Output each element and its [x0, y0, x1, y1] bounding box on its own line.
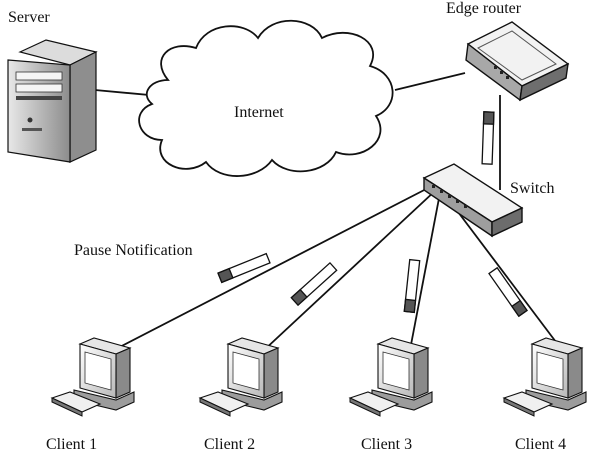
internet-label: Internet	[234, 104, 284, 121]
pause-notification-label: Pause Notification	[74, 242, 193, 259]
packet-client-4	[488, 266, 528, 318]
client-computer-icon	[348, 337, 433, 417]
client-computer-icon	[502, 337, 587, 417]
link-switch-client-1	[109, 185, 433, 353]
client-1-label: Client 1	[46, 436, 98, 453]
link-switch-client-4	[445, 195, 563, 351]
packet-client-3	[403, 258, 421, 314]
link-internet-router	[394, 72, 466, 91]
server-icon	[7, 39, 98, 163]
client-computer-icon	[50, 337, 135, 417]
packet-client-2	[290, 261, 338, 307]
network-links	[94, 72, 563, 353]
server-label: Server	[8, 9, 50, 26]
client-computer-icon	[198, 337, 283, 417]
packet-client-1	[217, 252, 271, 284]
switch-label: Switch	[510, 180, 555, 197]
switch-icon	[422, 163, 524, 238]
router-icon	[465, 21, 570, 102]
client-3-label: Client 3	[361, 436, 413, 453]
packet-router-switch	[481, 111, 495, 165]
client-2-label: Client 2	[204, 436, 256, 453]
edge-router-label: Edge router	[446, 0, 522, 17]
client-4-label: Client 4	[515, 436, 567, 453]
pause-notification-packets	[217, 111, 528, 318]
link-switch-client-3	[409, 192, 441, 351]
internet-cloud-icon	[138, 19, 394, 177]
link-switch-client-2	[261, 189, 437, 353]
